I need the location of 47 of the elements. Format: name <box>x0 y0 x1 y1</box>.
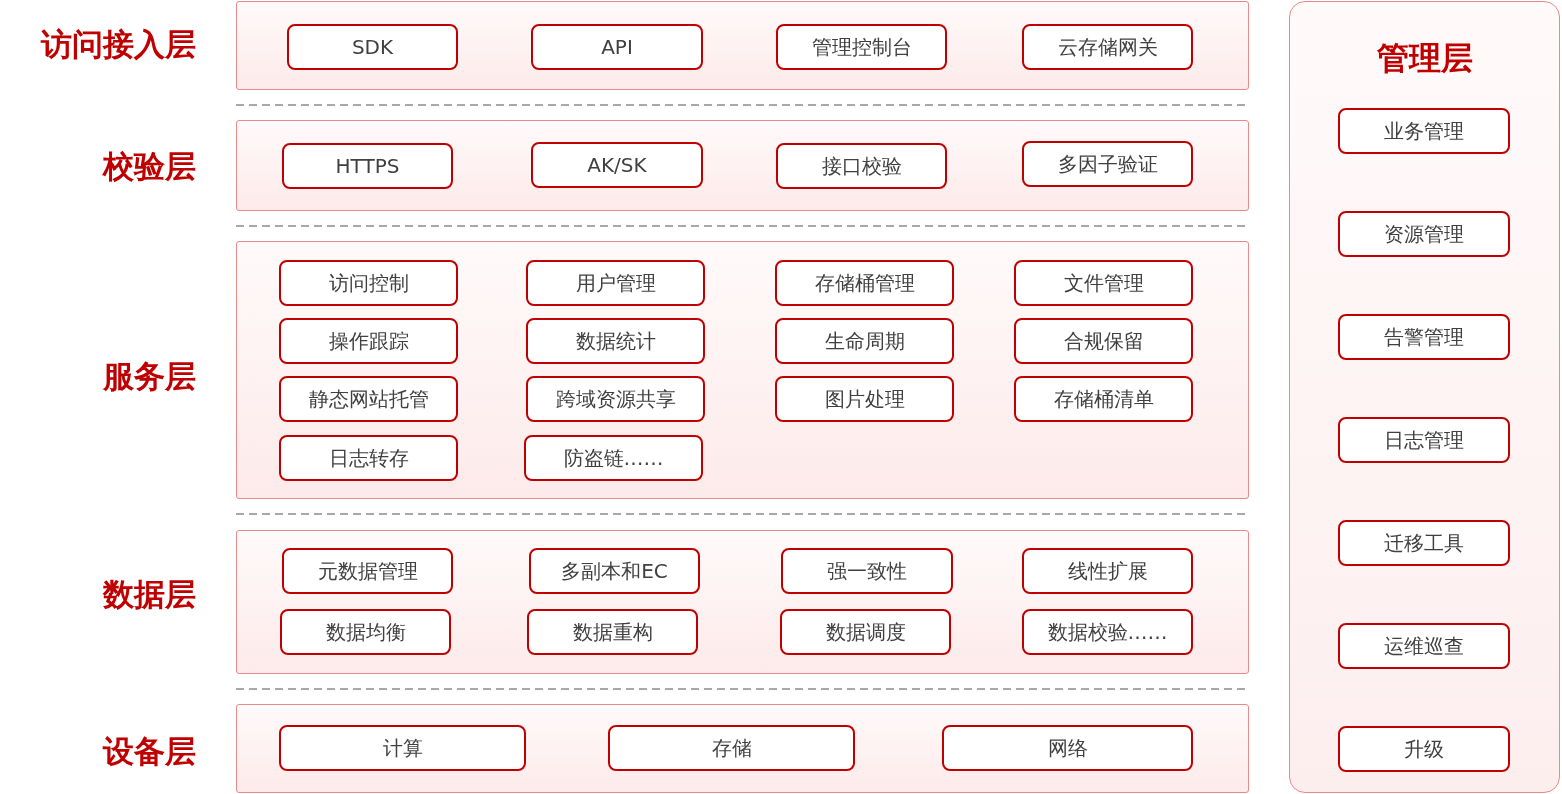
function-box: SDK <box>287 24 458 70</box>
function-box: 告警管理 <box>1338 314 1510 360</box>
function-box: API <box>531 24 703 70</box>
function-box: 运维巡查 <box>1338 623 1510 669</box>
function-box: 数据重构 <box>527 609 698 655</box>
function-box: 生命周期 <box>775 318 954 364</box>
function-box: 业务管理 <box>1338 108 1510 154</box>
layer-title: 管理层 <box>1376 39 1473 77</box>
function-box: 线性扩展 <box>1022 548 1193 594</box>
function-box: 迁移工具 <box>1338 520 1510 566</box>
function-box: 数据调度 <box>780 609 951 655</box>
function-box: 图片处理 <box>775 376 954 422</box>
function-box: 存储桶清单 <box>1014 376 1193 422</box>
function-box: 多副本和EC <box>529 548 700 594</box>
function-box: 日志管理 <box>1338 417 1510 463</box>
function-box: HTTPS <box>282 143 453 189</box>
function-box: 云存储网关 <box>1022 24 1193 70</box>
function-box: 存储桶管理 <box>775 260 954 306</box>
function-box: 存储 <box>608 725 855 771</box>
function-box: 防盗链…… <box>524 435 703 481</box>
function-box: 网络 <box>942 725 1193 771</box>
function-box: 强一致性 <box>781 548 953 594</box>
function-box: 数据校验…… <box>1022 609 1193 655</box>
function-box: 跨域资源共享 <box>526 376 705 422</box>
function-box: 数据均衡 <box>280 609 451 655</box>
function-box: AK/SK <box>531 142 703 188</box>
function-box: 静态网站托管 <box>279 376 458 422</box>
function-box: 计算 <box>279 725 526 771</box>
function-box: 管理控制台 <box>776 24 947 70</box>
layer-title: 服务层 <box>103 358 196 394</box>
function-box: 升级 <box>1338 726 1510 772</box>
function-box: 日志转存 <box>279 435 458 481</box>
side-panel <box>1289 1 1560 793</box>
function-box: 操作跟踪 <box>279 318 458 364</box>
layer-title: 数据层 <box>103 576 196 612</box>
function-box: 资源管理 <box>1338 211 1510 257</box>
layer-title: 校验层 <box>103 148 196 184</box>
function-box: 接口校验 <box>776 143 947 189</box>
function-box: 文件管理 <box>1014 260 1193 306</box>
function-box: 用户管理 <box>526 260 705 306</box>
function-box: 多因子验证 <box>1022 141 1193 187</box>
function-box: 访问控制 <box>279 260 458 306</box>
function-box: 元数据管理 <box>282 548 453 594</box>
layer-title: 访问接入层 <box>41 26 196 62</box>
layer-title: 设备层 <box>103 733 196 769</box>
function-box: 数据统计 <box>526 318 705 364</box>
function-box: 合规保留 <box>1014 318 1193 364</box>
